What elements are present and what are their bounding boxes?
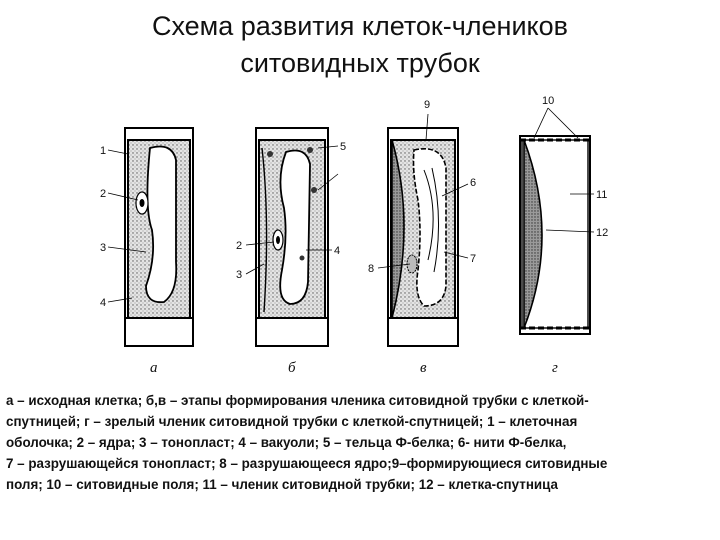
cell-diagram-a bbox=[108, 128, 193, 346]
page-title: Схема развития клеток-члеников ситовидны… bbox=[0, 8, 720, 82]
panel-letter-d: г bbox=[552, 360, 558, 376]
label-d-12: 12 bbox=[596, 227, 608, 239]
label-c-6: 6 bbox=[470, 177, 476, 189]
caption-line-1: а – исходная клетка; б,в – этапы формиро… bbox=[6, 390, 718, 411]
label-c-9: 9 bbox=[424, 99, 430, 111]
label-b-2: 2 bbox=[236, 240, 242, 252]
label-a-2: 2 bbox=[100, 188, 106, 200]
label-c-7: 7 bbox=[470, 253, 476, 265]
cell-diagram-c bbox=[378, 114, 468, 346]
label-d-10: 10 bbox=[542, 95, 554, 107]
panel-letter-c: в bbox=[420, 360, 427, 376]
caption-line-3: оболочка; 2 – ядра; 3 – тонопласт; 4 – в… bbox=[6, 432, 718, 453]
label-b-4: 4 bbox=[334, 245, 340, 257]
cell-diagram-d bbox=[520, 108, 594, 334]
label-d-11: 11 bbox=[596, 189, 607, 201]
label-a-4: 4 bbox=[100, 297, 106, 309]
label-a-1: 1 bbox=[100, 145, 106, 157]
title-line-1: Схема развития клеток-члеников bbox=[0, 8, 720, 45]
sieve-tube-diagram: 1 2 3 4 5 2 3 4 9 6 7 8 10 11 12 а б в г bbox=[0, 88, 720, 388]
cell-diagram-b bbox=[246, 128, 338, 346]
figure-caption: а – исходная клетка; б,в – этапы формиро… bbox=[6, 390, 718, 495]
label-b-3: 3 bbox=[236, 269, 242, 281]
caption-line-5: поля; 10 – ситовидные поля; 11 – членик … bbox=[6, 474, 718, 495]
label-a-3: 3 bbox=[100, 242, 106, 254]
label-b-5: 5 bbox=[340, 141, 346, 153]
title-line-2: ситовидных трубок bbox=[0, 45, 720, 82]
caption-line-2: спутницей; г – зрелый членик ситовидной … bbox=[6, 411, 718, 432]
panel-letter-b: б bbox=[288, 360, 296, 376]
panel-letter-a: а bbox=[150, 360, 158, 376]
caption-line-4: 7 – разрушающейся тонопласт; 8 – разруша… bbox=[6, 453, 718, 474]
label-c-8: 8 bbox=[368, 263, 374, 275]
